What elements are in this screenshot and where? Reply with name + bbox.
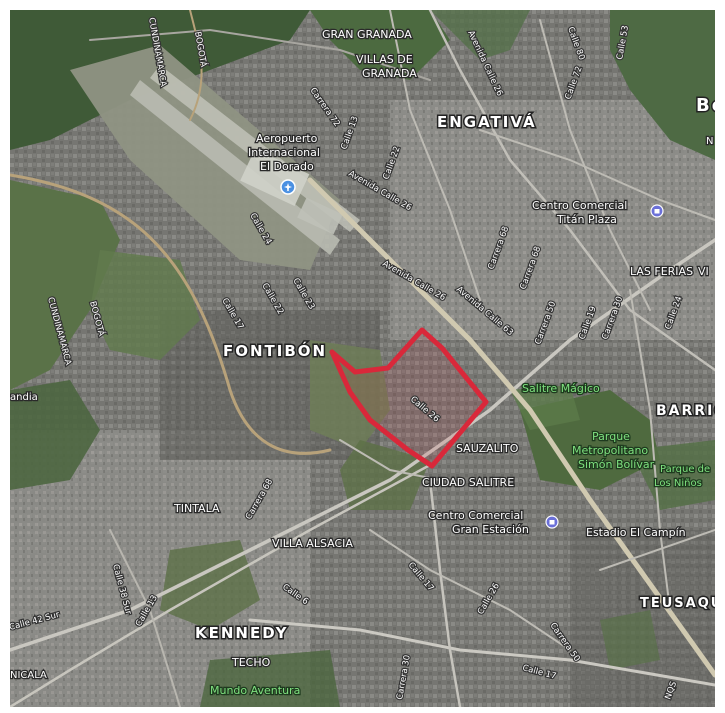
label-cc-gran-estacion: Centro Comercial <box>428 509 523 522</box>
airport-icon[interactable] <box>280 179 296 195</box>
label-el-dorado: El Dorado <box>260 160 314 173</box>
label-villa-alsacia: VILLA ALSACIA <box>272 537 353 550</box>
place-simon-bolivar[interactable]: Parque Metropolitano Simón Bolívar <box>571 429 656 473</box>
label-internacional: Internacional <box>248 146 320 159</box>
label-titan-plaza: Titán Plaza <box>556 213 617 226</box>
shopping-icon <box>650 204 664 218</box>
label-gran-estacion: Gran Estación <box>452 523 529 536</box>
label-cc-titan: Centro Comercial <box>532 199 627 212</box>
label-salitre-magico[interactable]: Salitre Mágico <box>521 381 602 397</box>
satellite-map[interactable]: ENGATIVÁ FONTIBÓN KENNEDY BARRIOS TEUSAQ… <box>10 10 715 707</box>
label-estadio-el-campin[interactable]: Estadio El Campín <box>585 525 687 541</box>
district-label-barrios: BARRIOS <box>656 403 715 419</box>
label-parque: Parque <box>592 430 630 443</box>
shopping-icon <box>545 515 559 529</box>
label-aeropuerto: Aeropuerto <box>256 132 318 145</box>
label-ciudad-salitre: CIUDAD SALITRE <box>422 476 514 489</box>
place-titan-plaza[interactable]: Centro Comercial Titán Plaza <box>531 198 664 227</box>
place-airport[interactable]: Aeropuerto Internacional El Dorado <box>247 131 321 195</box>
district-label-fontibon: FONTIBÓN <box>223 341 327 360</box>
label-nicala: NICALA <box>10 670 47 681</box>
district-label-kennedy: KENNEDY <box>195 624 288 642</box>
label-las-ferias: LAS FERIAS <box>630 265 693 278</box>
label-granada: GRANADA <box>362 67 417 80</box>
label-tintala: TINTALA <box>173 502 220 515</box>
label-mundo-aventura[interactable]: Mundo Aventura <box>209 683 302 699</box>
district-label-engativa: ENGATIVÁ <box>437 112 537 131</box>
label-n: N <box>706 136 713 147</box>
label-parque-de: Parque de <box>660 464 710 475</box>
place-parque-ninos[interactable]: Parque de Los Niños <box>653 463 712 491</box>
district-label-bo: Bo <box>696 95 715 116</box>
highlighted-zone[interactable] <box>329 327 489 469</box>
label-sauzalito: SAUZALITO <box>456 442 519 455</box>
road-network <box>10 10 715 707</box>
label-los-ninos: Los Niños <box>654 478 702 489</box>
label-vi: VI <box>698 265 709 278</box>
district-label-teusaquillo: TEUSAQU <box>640 596 715 611</box>
label-metropolitano: Metropolitano <box>572 444 648 457</box>
label-andia: andia <box>10 392 38 403</box>
label-simon-bolivar: Simón Bolívar <box>578 458 655 471</box>
label-villas-de: VILLAS DE <box>356 53 413 66</box>
label-gran-granada: GRAN GRANADA <box>322 28 412 41</box>
place-gran-estacion[interactable]: Centro Comercial Gran Estación <box>427 508 559 537</box>
label-techo: TECHO <box>231 656 271 669</box>
